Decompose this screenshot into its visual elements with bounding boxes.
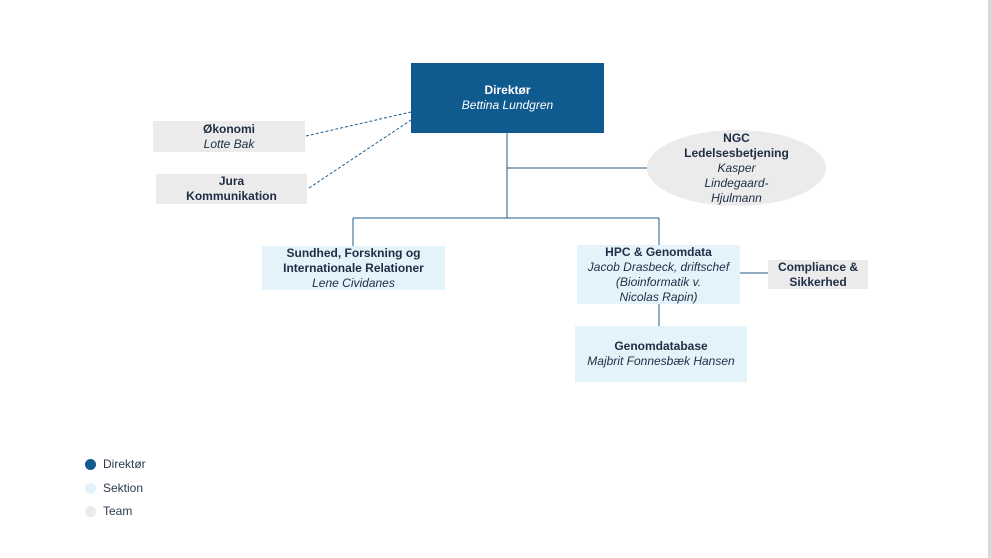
okonomi-box: Økonomi Lotte Bak [153,121,305,152]
director-name: Bettina Lundgren [461,98,554,112]
hpc-name-line-1: Jacob Drasbeck, driftschef [587,259,730,274]
dashed-connector-okonomi [305,111,412,137]
compliance-box: Compliance & Sikkerhed [768,260,868,289]
hpc-title: HPC & Genomdata [605,244,712,259]
legend-swatch-direktor [85,458,96,470]
sundhed-section-box: Sundhed, Forskning og Internationale Rel… [262,246,445,290]
legend-label-team: Team [103,504,133,518]
hpc-section-box: HPC & Genomdata Jacob Drasbeck, driftsch… [577,245,740,304]
dashed-connector-jura [308,119,412,189]
ngc-ellipse: NGC Ledelsesbetjening Kasper Lindegaard-… [647,130,826,206]
genomdatabase-title: Genomdatabase [614,339,708,353]
legend-item-team: Team [85,504,132,518]
director-box: Direktør Bettina Lundgren [411,63,604,133]
sundhed-title-line-1: Sundhed, Forskning og [286,245,421,260]
ngc-name-line-2: Lindegaard- [704,175,769,190]
sundhed-title-line-2: Internationale Relationer [283,260,424,275]
compliance-title-line-1: Compliance & [777,259,858,274]
legend-item-sektion: Sektion [85,481,143,495]
ngc-title-line-2: Ledelsesbetjening [684,145,789,160]
legend-label-direktor: Direktør [103,457,146,471]
jura-kommunikation-box: Jura Kommunikation [156,174,307,204]
hpc-name-line-3: Nicolas Rapin) [619,289,698,304]
genomdatabase-section-box: Genomdatabase Majbrit Fonnesbæk Hansen [575,326,747,382]
compliance-title-line-2: Sikkerhed [789,274,847,289]
frame-edge [988,0,992,558]
legend-swatch-team [85,505,96,517]
jura-title-line-2: Kommunikation [186,189,277,203]
ngc-name-line-1: Kasper [717,160,756,175]
jura-title-line-1: Jura [218,174,245,188]
okonomi-title: Økonomi [202,121,255,136]
legend-item-direktor: Direktør [85,457,146,471]
genomdatabase-name: Majbrit Fonnesbæk Hansen [587,354,735,368]
hpc-name-line-2: (Bioinformatik v. [615,274,702,289]
legend-label-sektion: Sektion [103,481,144,495]
director-title: Direktør [484,83,531,97]
ngc-name-line-3: Hjulmann [711,190,762,205]
sundhed-name: Lene Cividanes [312,275,395,290]
legend-swatch-sektion [85,482,96,494]
ngc-title-line-1: NGC [723,130,750,145]
okonomi-name: Lotte Bak [203,136,255,151]
